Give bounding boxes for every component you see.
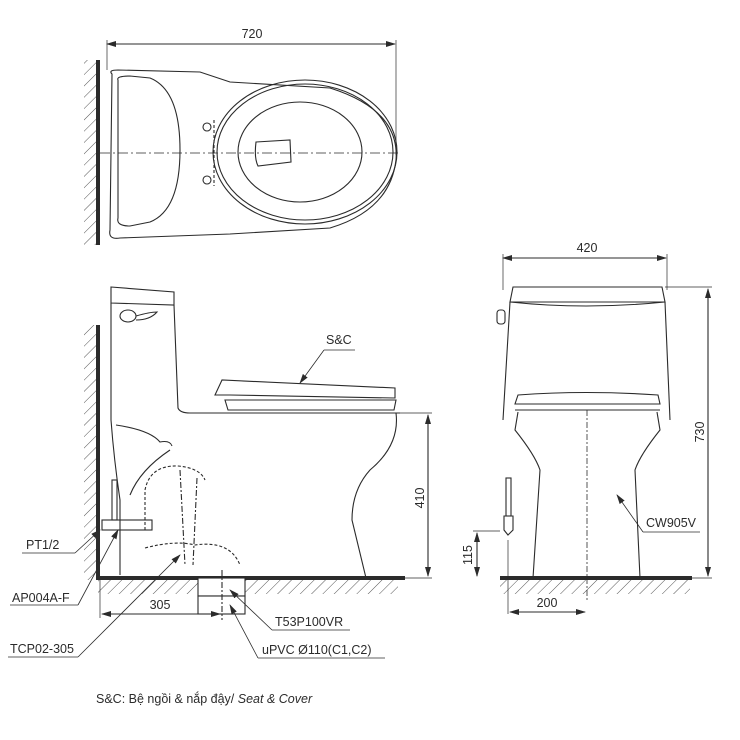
dim-420-label: 420 <box>577 241 598 255</box>
tank-lid-top <box>117 75 181 227</box>
top-view: 720 <box>84 27 400 245</box>
dim-720-label: 720 <box>242 27 263 41</box>
bowl-front-right <box>634 411 661 579</box>
hinge-bottom <box>202 175 212 185</box>
flush-lever-front <box>496 309 506 325</box>
dim-200-label: 200 <box>537 596 558 610</box>
label-ap004af: AP004A-F <box>12 591 70 605</box>
angle-valve <box>101 519 153 531</box>
label-pt12: PT1/2 <box>26 538 59 552</box>
label-t53p100vr: T53P100VR <box>275 615 343 629</box>
label-tcp02: TCP02-305 <box>10 642 74 656</box>
trapway <box>144 465 206 530</box>
dim-115-label: 115 <box>461 545 475 565</box>
label-upvc: uPVC Ø110(C1,C2) <box>262 643 372 657</box>
dim-410-label: 410 <box>413 488 427 509</box>
bowl-side <box>351 412 398 579</box>
tank-body-front <box>502 301 671 421</box>
caption-italic: Seat & Cover <box>237 692 313 706</box>
supply-hose-front <box>505 477 512 517</box>
front-view: 420 730 115 200 CW905V <box>461 241 712 615</box>
flush-button <box>119 309 137 323</box>
hinge-top <box>202 122 212 132</box>
wall-hatch <box>84 60 98 245</box>
legend-caption: S&C: Bệ ngồi & nắp đậy/ Seat & Cover <box>96 692 312 706</box>
supply-hose <box>111 479 118 521</box>
seat-outer <box>212 79 398 225</box>
seat-cover-side <box>214 379 396 399</box>
tank-lid-side <box>110 286 175 306</box>
dim-730-label: 730 <box>693 422 707 443</box>
tank-lid-front <box>509 286 666 303</box>
bowl-opening <box>237 101 363 203</box>
bowl-front-left <box>514 411 541 579</box>
seat-front <box>514 391 661 405</box>
dim-305-label: 305 <box>150 598 171 612</box>
side-view: S&C 410 PT1/2 AP004A-F 305 TCP02-305 T53… <box>8 286 432 659</box>
label-cw905v: CW905V <box>646 516 697 530</box>
label-seat-cover: S&C <box>326 333 352 347</box>
drain-outlet <box>254 139 292 167</box>
caption-prefix: S&C: Bệ ngồi & nắp đậy/ <box>96 692 238 706</box>
